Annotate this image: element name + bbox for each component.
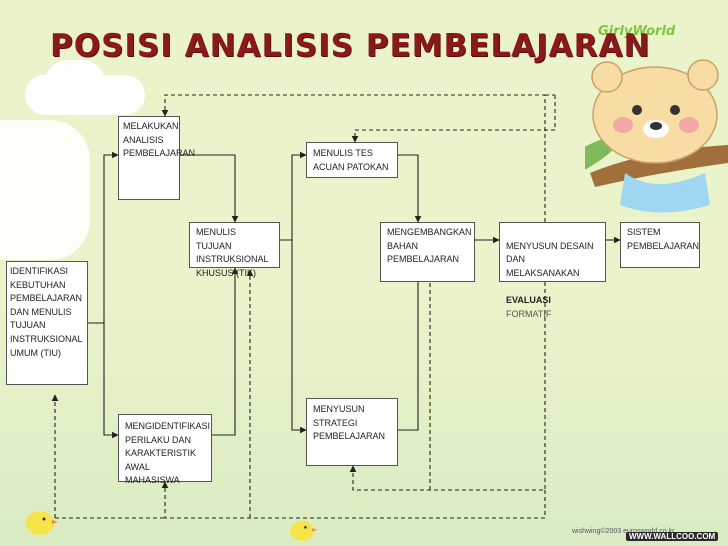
connector-line <box>280 155 306 240</box>
connector-line <box>180 155 235 222</box>
box-menyusun-desain-evaluasi: EVALUASI <box>506 295 551 305</box>
connector-line <box>88 155 118 323</box>
box-menulis-tes: MENULIS TES ACUAN PATOKAN <box>306 142 398 178</box>
box-menyusun-strategi: MENYUSUN STRATEGI PEMBELAJARAN <box>306 398 398 466</box>
chick-illustration <box>285 515 319 543</box>
connector-line <box>292 240 306 430</box>
box-identifikasi-kebutuhan: IDENTIFIKASI KEBUTUHAN PEMBELAJARAN DAN … <box>6 261 88 385</box>
feedback-line <box>355 95 555 142</box>
box-sistem-pembelajaran: SISTEM PEMBELAJARAN <box>620 222 700 268</box>
box-menyusun-desain-text: MENYUSUN DESAIN DAN MELAKSANAKAN <box>506 241 594 278</box>
watermark: WWW.WALLCOO.COM <box>626 532 718 541</box>
box-mengembangkan-bahan: MENGEMBANGKAN BAHAN PEMBELAJARAN <box>380 222 475 282</box>
connector-line <box>104 323 118 435</box>
box-menulis-tujuan-tik: MENULIS TUJUAN INSTRUKSIONAL KHUSUS (TIK… <box>189 222 280 268</box>
chick-illustration <box>20 505 60 537</box>
connector-line <box>398 155 418 222</box>
box-menyusun-desain-formatif: FORMATIF <box>506 309 551 319</box>
connector-line <box>212 268 235 435</box>
box-mengidentifikasi-perilaku: MENGIDENTIFIKASI PERILAKU DAN KARAKTERIS… <box>118 414 212 482</box>
feedback-line <box>165 482 545 518</box>
connector-line <box>398 268 418 430</box>
box-menyusun-desain: MENYUSUN DESAIN DAN MELAKSANAKAN EVALUAS… <box>499 222 606 282</box>
box-melakukan-analisis: MELAKUKAN ANALISIS PEMBELAJARAN <box>118 116 180 200</box>
